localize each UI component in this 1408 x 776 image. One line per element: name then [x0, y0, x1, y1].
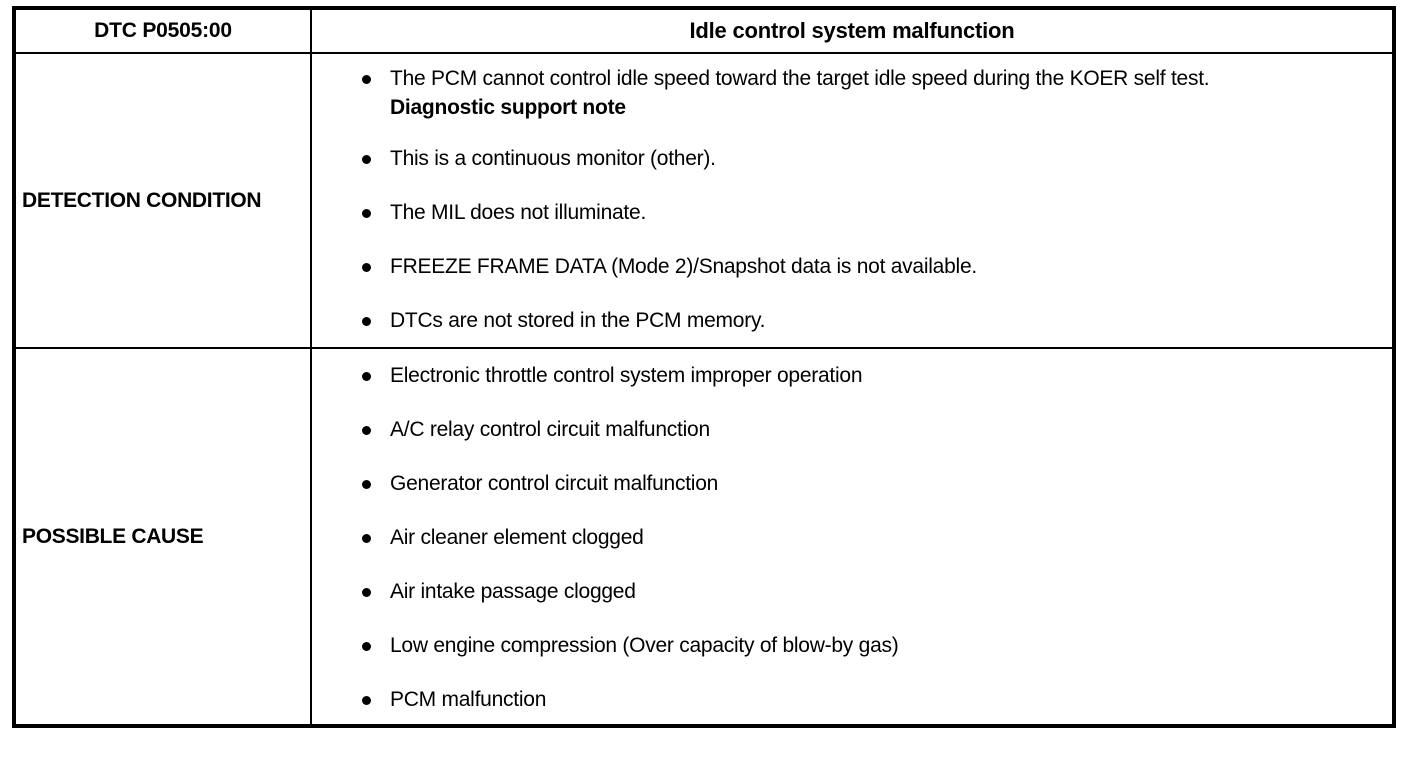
bullet-dot-icon	[362, 209, 371, 218]
list-item-text: The PCM cannot control idle speed toward…	[390, 67, 1210, 90]
bullet-dot-icon	[362, 372, 371, 381]
possible-cause-label: POSSIBLE CAUSE	[13, 347, 312, 727]
list-item: Electronic throttle control system impro…	[360, 361, 1378, 390]
bullet-dot-icon	[362, 642, 371, 651]
list-item: The PCM cannot control idle speed toward…	[360, 64, 1375, 93]
detection-note-bullet-list: This is a continuous monitor (other). Th…	[360, 144, 1378, 335]
bullet-dot-icon	[362, 480, 371, 489]
list-item: DTCs are not stored in the PCM memory.	[360, 306, 1378, 335]
list-item: A/C relay control circuit malfunction	[360, 415, 1378, 444]
possible-cause-bullet-list: Electronic throttle control system impro…	[360, 361, 1378, 714]
list-item-text: Generator control circuit malfunction	[390, 472, 719, 495]
bullet-dot-icon	[362, 696, 371, 705]
list-item-text: Air cleaner element clogged	[390, 526, 644, 549]
detection-condition-content: The PCM cannot control idle speed toward…	[310, 52, 1395, 349]
list-item: Generator control circuit malfunction	[360, 469, 1378, 498]
bullet-dot-icon	[362, 75, 371, 84]
bullet-dot-icon	[362, 426, 371, 435]
bullet-dot-icon	[362, 534, 371, 543]
list-item: PCM malfunction	[360, 685, 1378, 714]
detection-condition-label: DETECTION CONDITION	[13, 52, 312, 349]
dtc-title-cell: Idle control system malfunction	[310, 7, 1395, 54]
dtc-diagnostic-table: DTC P0505:00 Idle control system malfunc…	[12, 6, 1396, 728]
list-item-text: This is a continuous monitor (other).	[390, 147, 716, 170]
dtc-code-cell: DTC P0505:00	[13, 7, 312, 54]
list-item: Air cleaner element clogged	[360, 523, 1378, 552]
list-item-text: PCM malfunction	[390, 688, 547, 711]
list-item: The MIL does not illuminate.	[360, 198, 1378, 227]
list-item-text: Air intake passage clogged	[390, 580, 636, 603]
list-item-text: The MIL does not illuminate.	[390, 201, 647, 224]
list-item-text: A/C relay control circuit malfunction	[390, 418, 710, 441]
detection-bullet-list: The PCM cannot control idle speed toward…	[360, 64, 1378, 93]
possible-cause-row: POSSIBLE CAUSE Electronic throttle contr…	[13, 347, 1395, 727]
possible-cause-content: Electronic throttle control system impro…	[310, 347, 1395, 727]
detection-condition-row: DETECTION CONDITION The PCM cannot contr…	[13, 52, 1395, 349]
list-item-text: FREEZE FRAME DATA (Mode 2)/Snapshot data…	[390, 255, 977, 278]
list-item: FREEZE FRAME DATA (Mode 2)/Snapshot data…	[360, 252, 1378, 281]
diagnostic-support-note-heading: Diagnostic support note	[390, 96, 626, 119]
list-item: This is a continuous monitor (other).	[360, 144, 1378, 173]
bullet-dot-icon	[362, 588, 371, 597]
bullet-dot-icon	[362, 317, 371, 326]
table-header-row: DTC P0505:00 Idle control system malfunc…	[13, 7, 1395, 54]
bullet-dot-icon	[362, 263, 371, 272]
list-item: Air intake passage clogged	[360, 577, 1378, 606]
bullet-dot-icon	[362, 155, 371, 164]
list-item-text: DTCs are not stored in the PCM memory.	[390, 309, 766, 332]
list-item-text: Electronic throttle control system impro…	[390, 364, 863, 387]
list-item-text: Low engine compression (Over capacity of…	[390, 634, 899, 657]
list-item: Low engine compression (Over capacity of…	[360, 631, 1378, 660]
